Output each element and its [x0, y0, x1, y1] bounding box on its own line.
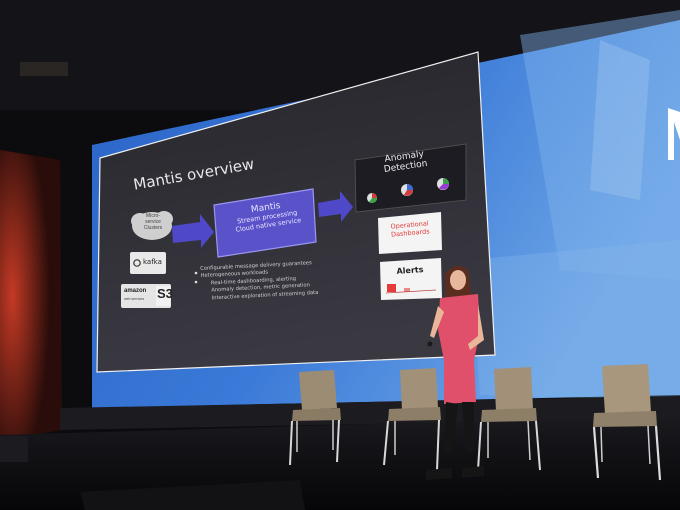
kafka-label: kafka — [143, 258, 162, 266]
screen-logo-fragment — [668, 108, 680, 160]
chair — [592, 364, 662, 481]
arrow-in — [172, 214, 214, 248]
arrow-out — [318, 191, 353, 222]
audience-silhouette — [80, 480, 305, 510]
s3-label: S3 — [157, 286, 173, 301]
chair — [289, 370, 341, 466]
chair — [383, 368, 441, 471]
stage-floor — [0, 415, 680, 510]
chair — [477, 367, 541, 471]
anomaly-panel — [354, 143, 467, 213]
cloud-label: Micro- service Clusters — [143, 213, 163, 231]
ceiling-vent — [20, 62, 68, 76]
kafka-logo — [130, 252, 166, 274]
mantis-box — [213, 188, 317, 258]
left-wall — [0, 150, 62, 440]
speaker — [426, 265, 484, 480]
operational-dashboards-card — [378, 212, 442, 254]
amazon-sublabel: web services — [124, 297, 145, 301]
amazon-label: amazon — [124, 288, 147, 294]
screen-highlight — [520, 10, 680, 280]
stage-monitor — [0, 436, 28, 462]
